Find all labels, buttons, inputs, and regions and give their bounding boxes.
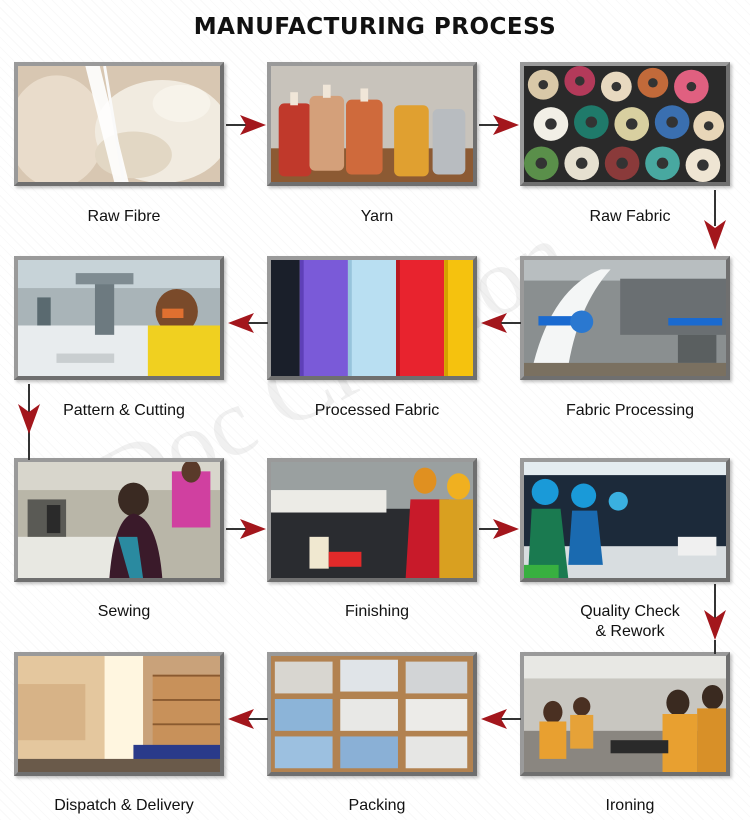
step-label-packing: Packing (348, 797, 406, 814)
page-title: MANUFACTURING PROCESS (193, 14, 557, 40)
step-label-yarn: Yarn (360, 208, 394, 225)
arrow-right-icon (479, 518, 519, 540)
step-label-quality-check: Quality Check (580, 603, 680, 620)
step-label-quality-check-line2: & Rework (595, 623, 665, 640)
ironing-photo (520, 652, 730, 776)
arrow-left-icon (481, 708, 521, 730)
step-label-fabric-processing: Fabric Processing (565, 402, 695, 419)
arrow-left-icon (228, 312, 268, 334)
packing-photo (267, 652, 477, 776)
fabric-processing-photo (520, 256, 730, 380)
yarn-photo (267, 62, 477, 186)
raw-fabric-photo (520, 62, 730, 186)
step-label-finishing: Finishing (344, 603, 410, 620)
arrow-right-icon (226, 518, 266, 540)
arrow-left-icon (481, 312, 521, 334)
processed-fabric-photo (267, 256, 477, 380)
step-label-ironing: Ironing (605, 797, 655, 814)
quality-check-photo (520, 458, 730, 582)
sewing-photo (14, 458, 224, 582)
finishing-photo (267, 458, 477, 582)
arrow-right-icon (226, 114, 266, 136)
arrow-down-icon (703, 584, 727, 654)
dispatch-delivery-photo (14, 652, 224, 776)
step-label-pattern-cutting: Pattern & Cutting (63, 402, 185, 419)
arrow-down-icon (703, 190, 727, 250)
step-label-raw-fabric: Raw Fabric (589, 208, 671, 225)
step-label-processed-fabric: Processed Fabric (314, 402, 440, 419)
step-label-raw-fibre: Raw Fibre (87, 208, 161, 225)
arrow-right-icon (479, 114, 519, 136)
raw-fibre-photo (14, 62, 224, 186)
pattern-cutting-photo (14, 256, 224, 380)
step-label-dispatch-delivery: Dispatch & Delivery (54, 797, 194, 814)
arrow-down-icon (17, 384, 41, 460)
arrow-left-icon (228, 708, 268, 730)
step-label-sewing: Sewing (97, 603, 151, 620)
